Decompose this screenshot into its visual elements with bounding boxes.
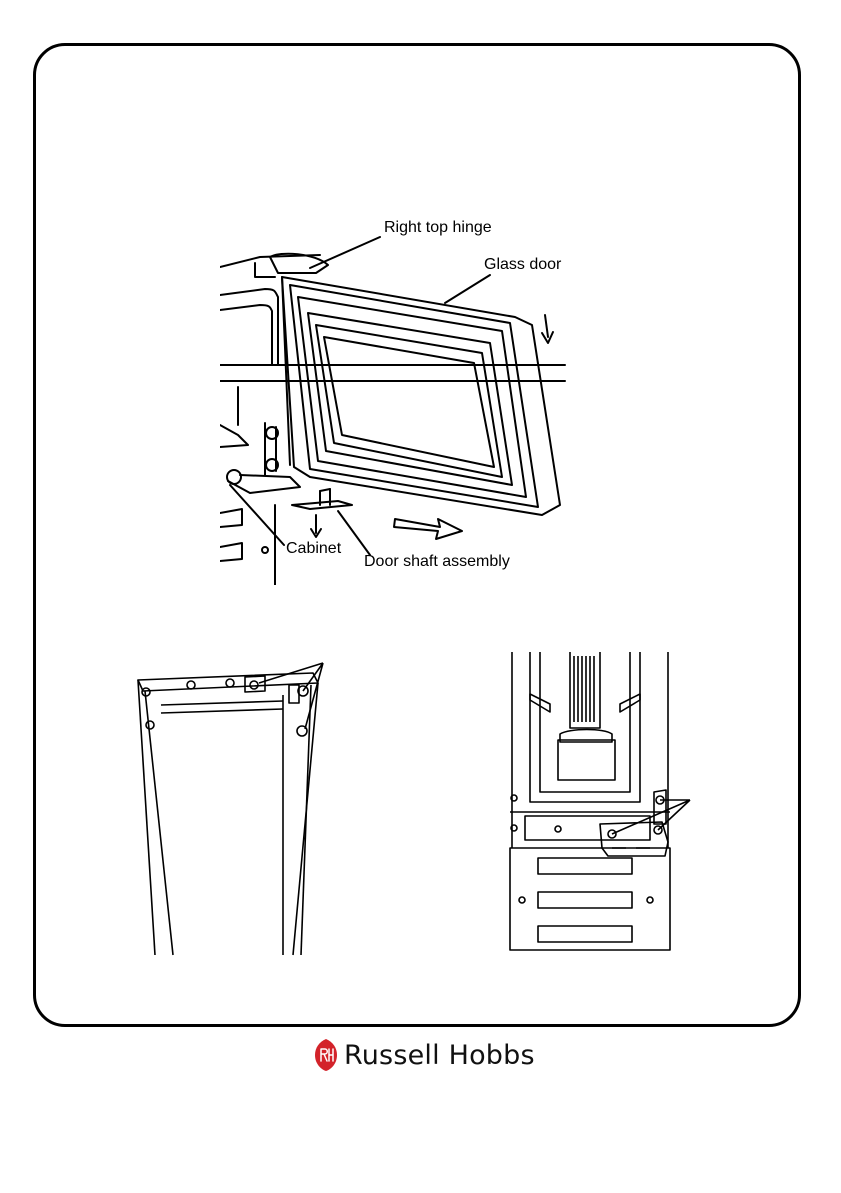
label-right-top-hinge: Right top hinge — [384, 220, 492, 236]
label-glass-door: Glass door — [484, 257, 561, 273]
brand-name: Russell Hobbs — [344, 1042, 535, 1069]
label-cabinet: Cabinet — [286, 541, 341, 557]
russell-hobbs-logo-icon — [314, 1038, 338, 1072]
door-frame-screws-diagram — [133, 655, 333, 960]
label-door-shaft-assembly: Door shaft assembly — [364, 554, 510, 570]
hinge-bracket-diagram — [500, 652, 700, 957]
brand-footer: Russell Hobbs — [314, 1038, 535, 1072]
